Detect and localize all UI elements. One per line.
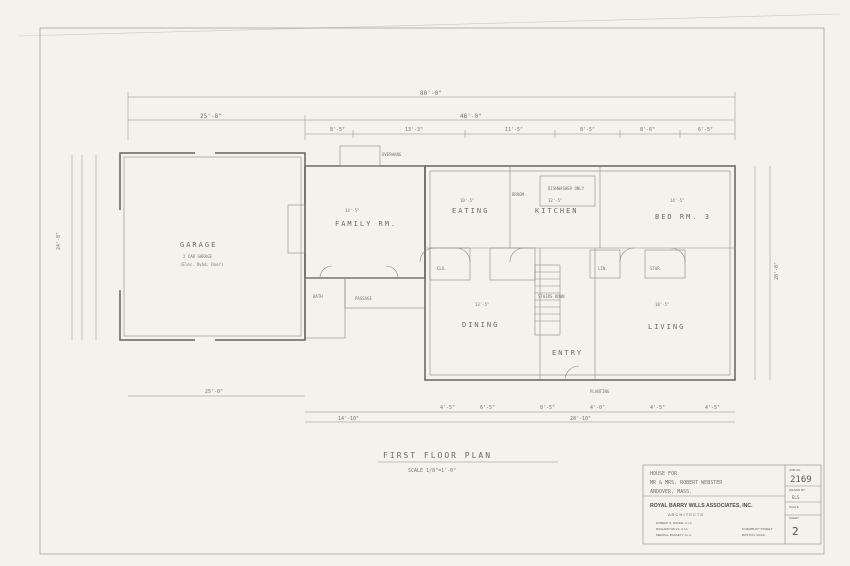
drawing-title: FIRST FLOOR PLAN (383, 451, 492, 460)
dim-segments-top: 8'-5" 13'-3" 11'-5" 8'-5" 8'-6" 6'-5" (330, 127, 713, 133)
dim-garage: 25'-8" (200, 113, 222, 120)
sheet-border (39, 27, 825, 555)
dim-house-side: 28'-0" (774, 262, 780, 280)
dim-ticks-top (127, 92, 736, 140)
tb-line1: HOUSE FOR (650, 471, 678, 477)
dim-segments-bottom: 4'-5" 6'-5" 8'-5" 4'-0" 4'-5" 4'-5" (440, 405, 720, 411)
dim-garage-bottom: 25'-0" (205, 389, 223, 395)
tb-line2: MR & MRS. ROBERT WEBSTER (650, 480, 723, 486)
dim-kitchen: 12'-5" (548, 198, 562, 203)
room-garage: GARAGE (180, 241, 217, 249)
stair-treads (535, 271, 560, 322)
dim-seg-4: 8'-5" (580, 127, 595, 133)
dim-bseg-3: 8'-5" (540, 405, 555, 411)
dim-garage-side: 24'-8" (56, 232, 62, 250)
main-house-walls (424, 165, 736, 381)
dim-seg-3: 11'-5" (505, 127, 523, 133)
dim-total: 80'-0" (420, 90, 442, 97)
paper-edge (17, 13, 841, 37)
room-linen: LIN. (598, 266, 608, 271)
dim-bottom-left: 14'-10" (338, 416, 359, 422)
drawing-scale: SCALE 1/8"=1'-0" (408, 468, 456, 474)
room-bath: BATH (313, 294, 323, 299)
dim-house: 46'-0" (460, 113, 482, 120)
title-block (642, 464, 822, 545)
room-entry: ENTRY (552, 349, 583, 357)
tb-scale-label: SCALE (789, 505, 799, 509)
dim-bseg-5: 4'-5" (650, 405, 665, 411)
dim-dining: 13'-5" (475, 302, 489, 307)
tb-principal-3: MERRILL BASSETT, A.I.A. (656, 533, 692, 537)
note-dishwasher: DISHWASHER ONLY (548, 186, 585, 191)
room-kitchen: KITCHEN (535, 207, 579, 215)
tb-drawn: ELS (792, 495, 800, 500)
door-swings (319, 247, 686, 381)
room-living: LIVING (648, 323, 685, 331)
tb-address-2: BOSTON, MASS. (742, 533, 766, 537)
dim-bottom-right: 28'-10" (570, 416, 591, 422)
tb-job-no: 2169 (790, 475, 812, 485)
dim-seg-6: 6'-5" (698, 127, 713, 133)
dim-living: 18'-5" (655, 302, 669, 307)
room-family: FAMILY RM. (335, 220, 397, 228)
tb-sheet-label: SHEET (789, 516, 799, 520)
tb-principal-1: ROBERT S. RUNDE, A.I.A. (656, 521, 693, 525)
inner-dims: 14'-5" 10'-5" 12'-5" 14'-5" 13'-5" 18'-5… (345, 198, 684, 307)
tb-firm-sub: A R C H I T E C T S (668, 512, 703, 517)
room-eating: EATING (452, 207, 489, 215)
dim-eating: 10'-5" (460, 198, 474, 203)
dim-seg-5: 8'-6" (640, 127, 655, 133)
tb-job-label: JOB NO. (789, 468, 801, 472)
dim-bseg-4: 4'-0" (590, 405, 605, 411)
dim-bseg-2: 6'-5" (480, 405, 495, 411)
dim-seg-1: 8'-5" (330, 127, 345, 133)
family-room-walls (287, 165, 426, 340)
dim-bseg-1: 4'-5" (440, 405, 455, 411)
room-passage: PASSAGE (355, 296, 372, 301)
dim-bedroom: 14'-5" (670, 198, 684, 203)
note-overhang: OVERHANG (382, 152, 402, 157)
tb-sheet-no: 2 (792, 525, 799, 538)
dim-bseg-6: 4'-5" (705, 405, 720, 411)
tb-address-1: 8 NEWBURY STREET (742, 527, 773, 531)
tb-drawn-label: DRAWN BY (789, 488, 805, 492)
room-stor: STOR. (650, 266, 662, 271)
note-stairs: STAIRS DOWN (538, 294, 565, 299)
garage-note-2: (Elec. Ovhd. Door) (180, 262, 223, 267)
dim-family: 14'-5" (345, 208, 359, 213)
room-broom: BROOM (512, 192, 525, 197)
tb-firm: ROYAL BARRY WILLS ASSOCIATES, INC. (650, 503, 753, 509)
tb-line3: ANDOVER, MASS. (650, 489, 692, 495)
dim-seg-2: 13'-3" (405, 127, 423, 133)
tb-principal-2: RICHARD WILLS, A.I.A. (656, 527, 689, 531)
room-bedroom: BED RM. 3 (655, 213, 711, 221)
room-dining: DINING (462, 321, 499, 329)
entry-step (339, 145, 381, 167)
room-closet: CLO. (437, 266, 447, 271)
note-planting: PLANTING (590, 389, 610, 394)
garage-note-1: 2 CAR GARAGE (183, 254, 212, 259)
